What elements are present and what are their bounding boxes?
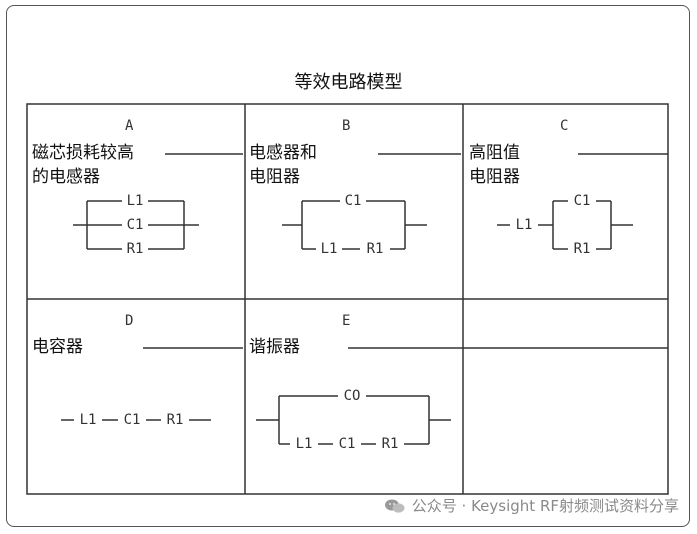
cell-letter-d: D [125,313,134,329]
component-e-co: CO [344,388,361,404]
component-a-l1: L1 [127,193,144,209]
cell-a-label-line1: 磁芯损耗较高 [32,143,134,163]
component-b-l1: L1 [321,241,338,257]
cell-letter-a: A [125,118,134,134]
cell-letter-b: B [342,118,351,134]
component-b-r1: R1 [367,241,384,257]
circuit-a [73,200,199,250]
component-e-r1: R1 [382,436,399,452]
cell-d-label: 电容器 [32,337,83,357]
cell-e-label: 谐振器 [249,337,300,357]
watermark: 公众号 · Keysight RF射频测试资料分享 [384,495,679,516]
cell-a-label-line2: 的电感器 [32,167,100,187]
component-c-l1: L1 [516,217,533,233]
component-c-r1: R1 [574,241,591,257]
component-d-l1: L1 [80,412,97,428]
cell-letter-c: C [560,118,569,134]
component-d-c1: C1 [124,412,141,428]
component-a-r1: R1 [127,241,144,257]
watermark-text: 公众号 · Keysight RF射频测试资料分享 [411,497,679,515]
cell-b-label-line1: 电感器和 [249,143,317,163]
component-a-c1: C1 [127,217,144,233]
diagram-title: 等效电路模型 [294,72,403,93]
component-d-r1: R1 [167,412,184,428]
component-c-c1: C1 [574,193,591,209]
cell-c-label-line1: 高阻值 [469,143,520,163]
component-e-l1: L1 [296,436,313,452]
cell-letter-e: E [342,313,351,329]
circuit-c [497,200,633,250]
component-e-c1: C1 [339,436,356,452]
cell-b-label-line2: 电阻器 [249,167,300,187]
wechat-icon [384,499,405,513]
outer-frame [6,5,690,527]
circuit-b [282,200,427,250]
component-b-c1: C1 [345,193,362,209]
circuit-e [256,395,451,445]
cell-c-label-line2: 电阻器 [469,167,520,187]
